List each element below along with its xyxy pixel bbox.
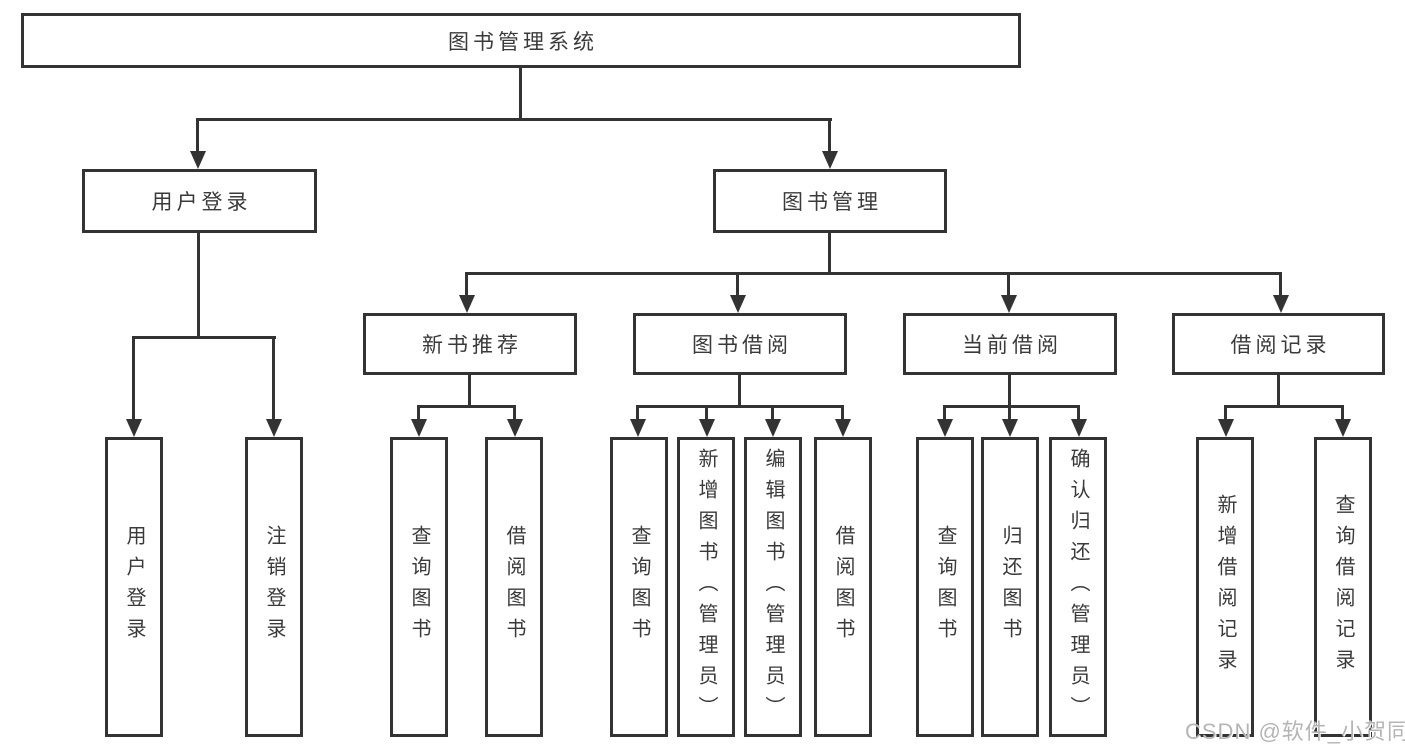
node-book-management: 图书管理 [713, 169, 947, 233]
connector-line [1341, 405, 1344, 422]
connector-line [771, 405, 774, 422]
leaf-edit-books-admin: 编辑图书（管理员） [744, 437, 802, 737]
arrow-down-icon [459, 295, 475, 313]
node-user-login: 用户登录 [82, 169, 317, 233]
connector-line [828, 118, 831, 154]
connector-line [272, 336, 275, 422]
connector-line [465, 272, 468, 298]
leaf-logout: 注销登录 [245, 437, 303, 737]
arrow-down-icon [507, 419, 523, 437]
arrow-down-icon [1335, 419, 1351, 437]
connector-line [705, 405, 708, 422]
node-book-borrow: 图书借阅 [633, 313, 847, 375]
connector-line [1008, 405, 1011, 422]
connector-line [1008, 375, 1011, 408]
connector-line [196, 118, 832, 121]
connector-line [1224, 405, 1344, 408]
arrow-down-icon [411, 419, 427, 437]
arrow-down-icon [1273, 295, 1289, 313]
connector-line [196, 118, 199, 154]
connector-line [1277, 375, 1280, 408]
arrow-down-icon [699, 419, 715, 437]
leaf-query-books-2: 查询图书 [610, 437, 668, 737]
connector-line [1279, 272, 1282, 298]
arrow-down-icon [937, 419, 953, 437]
connector-line [1077, 405, 1080, 422]
leaf-borrow-books-2: 借阅图书 [814, 437, 872, 737]
node-current-borrow: 当前借阅 [903, 313, 1117, 375]
connector-line [417, 405, 516, 408]
arrow-down-icon [835, 419, 851, 437]
connector-line [828, 233, 831, 275]
leaf-query-borrow-record: 查询借阅记录 [1314, 437, 1372, 737]
arrow-down-icon [190, 151, 206, 169]
leaf-query-books-3: 查询图书 [916, 437, 974, 737]
arrow-down-icon [126, 419, 142, 437]
arrow-down-icon [730, 295, 746, 313]
arrow-down-icon [1002, 419, 1018, 437]
connector-line [468, 375, 471, 408]
leaf-add-books-admin: 新增图书（管理员） [677, 437, 735, 737]
leaf-user-login: 用户登录 [105, 437, 163, 737]
csdn-watermark: CSDN @软件_小贺同学 [1185, 719, 1405, 744]
connector-line [738, 375, 741, 408]
arrow-down-icon [765, 419, 781, 437]
connector-line [841, 405, 844, 422]
leaf-borrow-books-1: 借阅图书 [485, 437, 543, 737]
connector-line [197, 233, 200, 339]
leaf-return-books: 归还图书 [981, 437, 1039, 737]
connector-line [465, 272, 1282, 275]
connector-line [417, 405, 420, 422]
connector-line [132, 336, 276, 339]
leaf-confirm-return-admin: 确认归还（管理员） [1049, 437, 1107, 737]
leaf-add-borrow-record: 新增借阅记录 [1196, 437, 1254, 737]
arrow-down-icon [630, 419, 646, 437]
connector-line [736, 272, 739, 298]
node-root-library-system: 图书管理系统 [21, 13, 1021, 68]
node-borrow-records: 借阅记录 [1172, 313, 1385, 375]
connector-line [943, 405, 1080, 408]
connector-line [519, 68, 522, 118]
connector-line [943, 405, 946, 422]
connector-line [636, 405, 844, 408]
connector-line [1007, 272, 1010, 298]
connector-line [636, 405, 639, 422]
node-new-book-recommend: 新书推荐 [363, 313, 577, 375]
arrow-down-icon [266, 419, 282, 437]
connector-line [132, 336, 135, 422]
arrow-down-icon [822, 151, 838, 169]
arrow-down-icon [1071, 419, 1087, 437]
arrow-down-icon [1001, 295, 1017, 313]
connector-line [1224, 405, 1227, 422]
connector-line [513, 405, 516, 422]
leaf-query-books-1: 查询图书 [390, 437, 448, 737]
arrow-down-icon [1218, 419, 1234, 437]
